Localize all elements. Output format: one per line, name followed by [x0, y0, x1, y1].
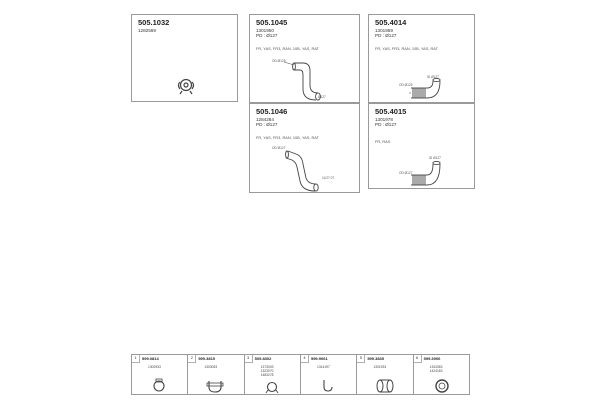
u-bolt-clamp-icon: [206, 381, 224, 393]
flange-ring-icon: [434, 379, 449, 393]
dimension-label: ID Ø127: [427, 75, 439, 79]
applications: FR, RAS: [375, 139, 391, 144]
accessory-index: 5: [357, 355, 366, 363]
part-pd: PD : Ø127: [375, 122, 397, 127]
accessory-item[interactable]: 1 599.0814 1302933: [132, 355, 189, 394]
part-pd: PD : Ø127: [375, 33, 397, 38]
bent-pipe-icon: [283, 61, 321, 101]
dimension-label: OD Ø125: [272, 59, 286, 63]
hook-icon: [323, 380, 333, 392]
accessory-ref: 1483278: [260, 373, 274, 377]
accessory-ref: 1303053: [204, 365, 218, 369]
dimension-label: Ø127: [318, 95, 326, 99]
applications: FR, YAS, FR3, RAN, 10B, YAS, RAT: [375, 46, 438, 51]
part-pd: PD : Ø127: [256, 33, 278, 38]
accessory-index: 1: [132, 355, 140, 363]
flex-pipe-icon: [411, 160, 441, 186]
part-card-505-1046[interactable]: 505.1046 1284284 PD : Ø127 FR, YAS, FR3,…: [249, 103, 360, 193]
accessory-ref: 1323070: [260, 369, 274, 373]
sleeve-icon: [376, 379, 394, 393]
accessory-index: 6: [413, 355, 422, 363]
accessory-number: 505.8302: [254, 356, 272, 361]
flex-pipe-icon: [409, 77, 441, 99]
applications: FR, YAS, FR3, RAN, 10B, YAS, RAT: [256, 46, 319, 51]
dimension-label: OD Ø127: [399, 171, 413, 175]
accessory-ref: 1314197: [316, 365, 330, 369]
accessory-index: 3: [244, 355, 253, 363]
part-card-505-4014[interactable]: 505.4014 1301959 PD : Ø127 FR, YAS, FR3,…: [368, 14, 475, 103]
accessory-ref: 1373003: [260, 365, 274, 369]
accessory-index: 4: [300, 355, 309, 363]
part-ref: 1282569: [138, 28, 156, 33]
part-ref: 1301959: [375, 28, 393, 33]
accessory-item[interactable]: 6 599.3906 1343063 1424163: [413, 355, 469, 394]
part-number: 505.1046: [256, 107, 288, 116]
dimension-label: OD Ø125: [399, 83, 413, 87]
accessory-number: 599.3835: [367, 356, 384, 361]
part-number: 505.4015: [375, 107, 407, 116]
accessory-ref: 1424163: [429, 369, 443, 373]
applications: FR, YAS, FR3, RAN, 10B, YAS, RAT: [256, 135, 319, 140]
accessory-item[interactable]: 3 505.8302 1373003 1323070 1483278: [244, 355, 301, 394]
part-ref: 1301950: [256, 28, 274, 33]
accessory-ref: 1301933: [373, 365, 387, 369]
part-number: 505.1045: [256, 18, 288, 27]
accessory-number: 599.9061: [310, 356, 328, 361]
accessory-ref: 1302933: [148, 365, 161, 369]
dimension-label: 11/27 07: [322, 176, 335, 180]
part-number: 505.1032: [138, 18, 170, 27]
accessory-item[interactable]: 2 599.3815 1303053: [188, 355, 245, 394]
accessory-item[interactable]: 5 599.3835 1301933: [357, 355, 414, 394]
part-number: 505.4014: [375, 18, 407, 27]
part-card-505-1032[interactable]: 505.1032 1282569: [131, 14, 238, 102]
dimension-label: ID Ø127: [429, 156, 441, 160]
accessory-ref: 1343063: [429, 365, 443, 369]
accessory-index: 2: [188, 355, 197, 363]
accessory-item[interactable]: 4 599.9061 1314197: [300, 355, 358, 394]
dimension-label: OD Ø127: [272, 146, 286, 150]
part-ref: 1284284: [256, 117, 274, 122]
accessories-strip: 1 599.0814 1302933 2 599.3815 1303053 3 …: [131, 354, 470, 395]
pipe-clamp-icon: [265, 381, 279, 394]
bent-pipe-icon: [285, 150, 319, 192]
part-ref: 1301978: [375, 117, 393, 122]
part-pd: PD : Ø127: [256, 122, 278, 127]
part-card-505-4015[interactable]: 505.4015 1301978 PD : Ø127 FR, RAS ID Ø1…: [368, 103, 475, 189]
accessory-number: 599.3906: [423, 356, 441, 361]
hose-clamp-icon: [153, 378, 165, 392]
accessory-number: 599.3815: [198, 356, 216, 361]
accessory-number: 599.0814: [142, 356, 159, 361]
rubber-mount-icon: [177, 78, 195, 95]
part-card-505-1045[interactable]: 505.1045 1301950 PD : Ø127 FR, YAS, FR3,…: [249, 14, 360, 103]
